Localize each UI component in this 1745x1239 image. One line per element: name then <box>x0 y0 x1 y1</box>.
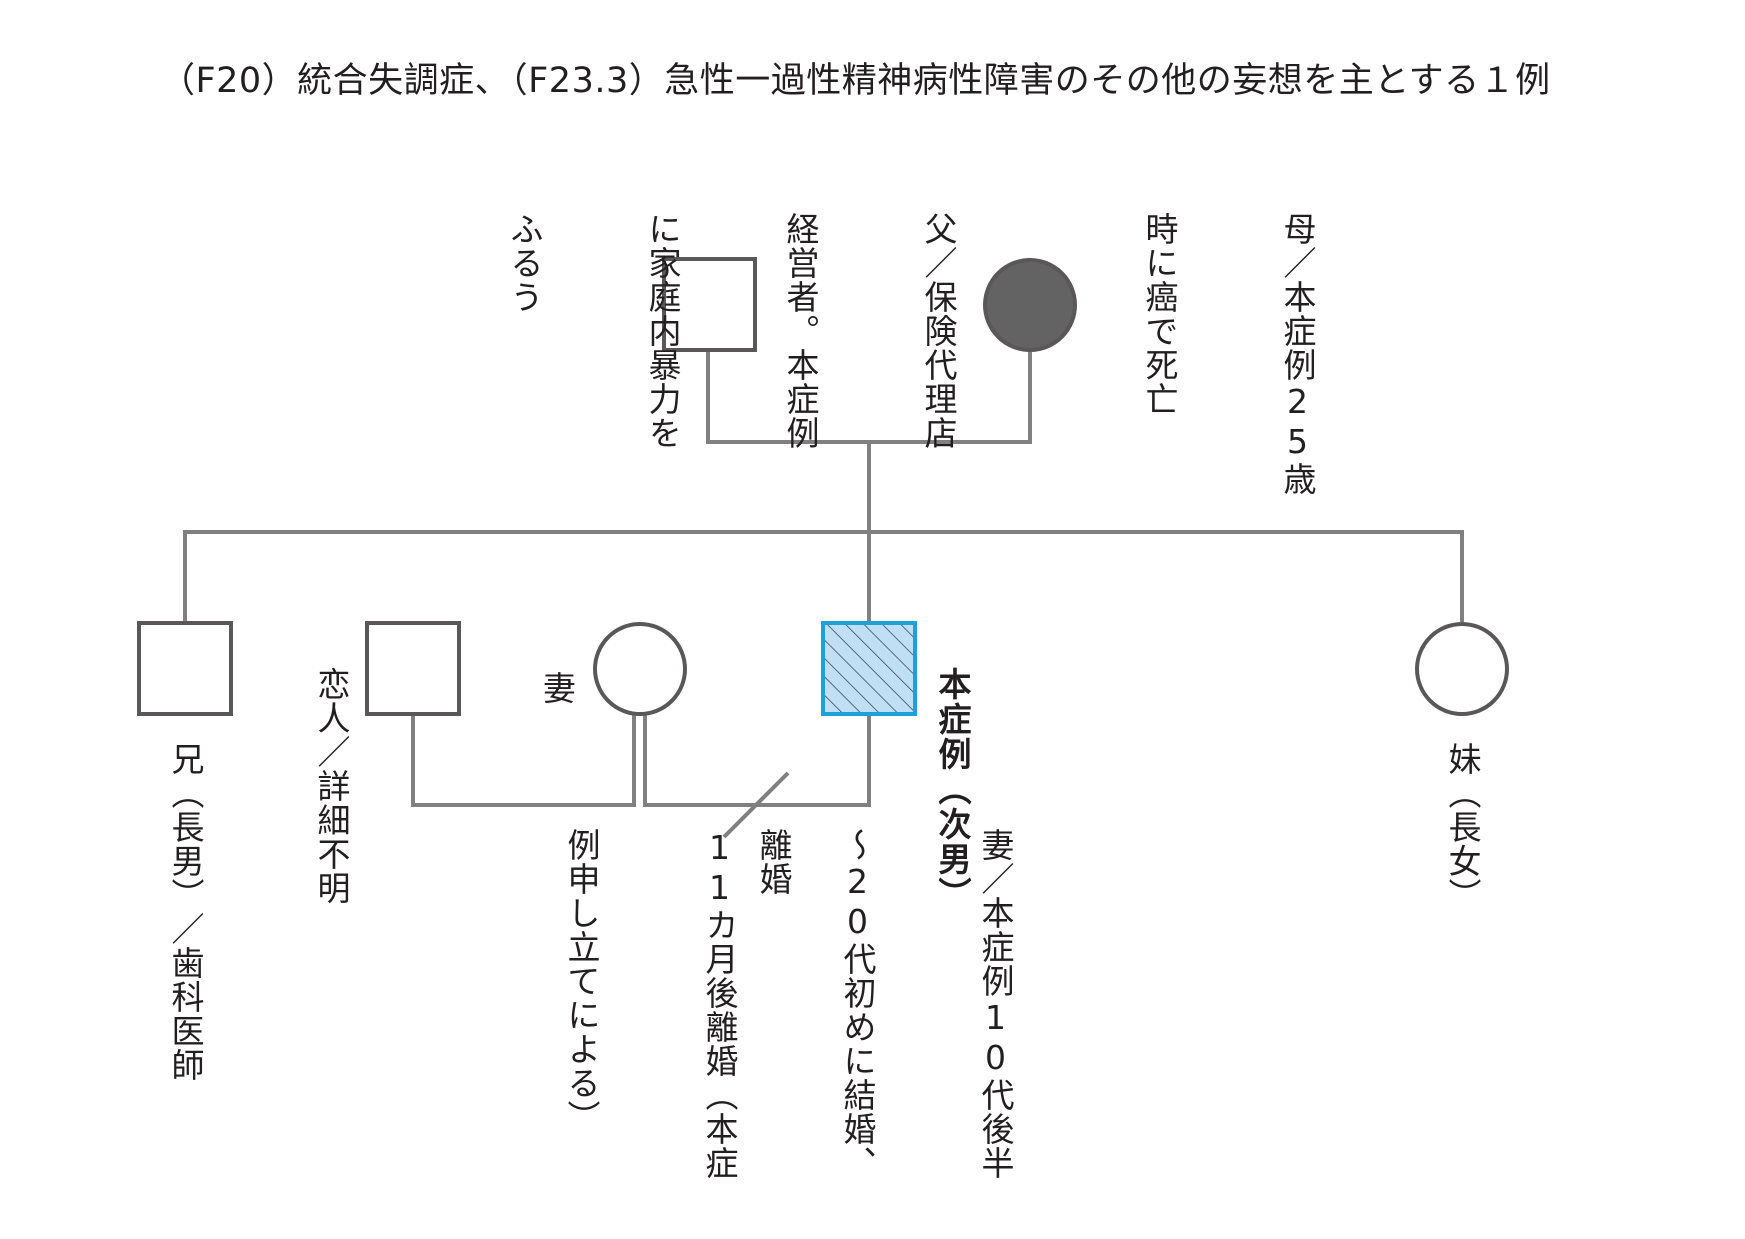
wife-label: 妻 <box>543 669 576 708</box>
wife-proband-line <box>643 714 871 807</box>
sister-symbol <box>1415 622 1509 716</box>
wife-note-line: 〜20代初めに結婚、 <box>838 828 877 1180</box>
sister-label: 妹（長女） <box>1443 742 1482 912</box>
sibship-line <box>183 530 1464 622</box>
connection-lines <box>183 352 1464 839</box>
father-symbol <box>662 257 757 352</box>
wife-note: 妻／本症例10代後半 〜20代初めに結婚、 11カ月後離婚（本症 例申し立てによ… <box>512 828 1110 1208</box>
divorce-slash <box>722 771 790 839</box>
mother-note: 母／本症例25歳 時に癌で死亡 <box>1090 212 1412 512</box>
wife-symbol <box>593 622 687 716</box>
divorce-label: 離婚 <box>754 828 793 896</box>
mother-symbol <box>983 258 1077 352</box>
page-title: （F20）統合失調症、（F23.3）急性一過性精神病性障害のその他の妄想を主とす… <box>160 61 1551 101</box>
mother-note-line: 母／本症例25歳 <box>1278 212 1317 496</box>
brother-label: 兄（長男）／歯科医師 <box>166 742 205 1082</box>
wife-note-line: 例申し立てによる） <box>562 828 601 1134</box>
brother-symbol <box>137 621 233 716</box>
mother-note-line: 時に癌で死亡 <box>1140 212 1179 416</box>
father-note-line: 父／保険代理店 <box>919 212 958 450</box>
father-note-line: 経営者。本症例 <box>781 212 820 450</box>
proband-symbol <box>821 621 917 716</box>
wife-note-line: 11カ月後離婚（本症 <box>700 828 739 1180</box>
father-note: 父／保険代理店 経営者。本症例 に家庭内暴力を ふるう <box>455 212 1053 512</box>
wife-lover-line <box>411 714 636 807</box>
lover-label: 恋人／詳細不明 <box>312 667 351 905</box>
father-note-line: に家庭内暴力を <box>643 212 682 450</box>
proband-label: 本症例（次男） <box>933 667 972 912</box>
father-note-line: ふるう <box>505 212 544 314</box>
wife-note-line: 妻／本症例10代後半 <box>976 828 1015 1180</box>
lover-symbol <box>365 621 461 716</box>
